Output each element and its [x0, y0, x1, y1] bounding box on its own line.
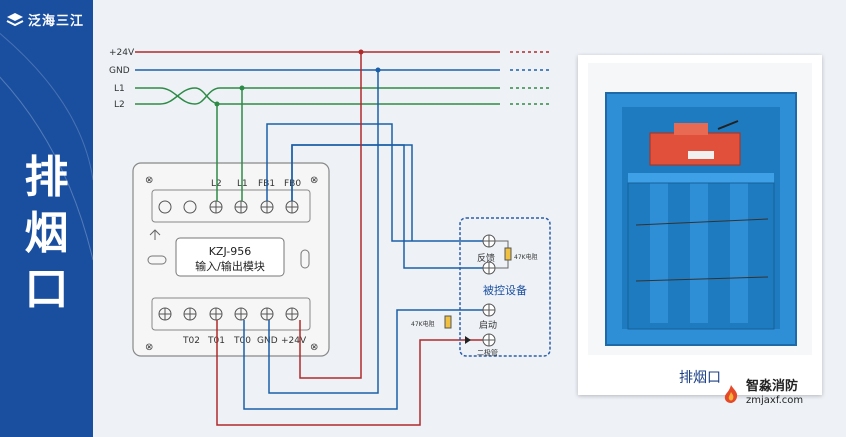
device-title: 被控设备 [483, 283, 527, 297]
page-title: 排 烟 口 [0, 150, 93, 318]
sidebar: 泛海三江 排 烟 口 [0, 0, 93, 437]
module-description: 输入/输出模块 [195, 259, 265, 273]
start-resistor [444, 315, 452, 329]
svg-text:⊗: ⊗ [310, 175, 318, 186]
module-label-box [175, 237, 285, 277]
top-terminal-screws [158, 200, 299, 214]
output-wires [216, 52, 484, 426]
bus-label-gnd: GND [109, 66, 130, 76]
terminal-label-t01: T01 [207, 336, 225, 346]
diode-icon [465, 336, 471, 344]
watermark-name: 智淼消防 [746, 379, 799, 394]
title-char-2: 烟 [24, 208, 69, 259]
watermark: 智淼消防 zmjaxf.com [720, 380, 803, 408]
terminal-label-24v: +24V [281, 336, 307, 346]
flame-logo-icon [724, 385, 738, 403]
terminal-label-t00: T00 [233, 336, 251, 346]
diode-label: 二极管 [477, 348, 498, 357]
smoke-vent-photo-card: 排烟口 [578, 55, 822, 395]
title-char-1: 排 [24, 152, 69, 203]
feedback-resistor-label: 47K电阻 [514, 253, 538, 261]
photo-caption: 排烟口 [679, 370, 721, 386]
start-resistor-label: 47K电阻 [411, 320, 435, 328]
terminal-label-gnd: GND [257, 336, 278, 346]
sidebar-decoration [0, 32, 93, 261]
svg-text:⊗: ⊗ [145, 175, 153, 186]
brand-logo: 泛海三江 [6, 10, 84, 29]
io-module: ⊗ ⊗ ⊗ ⊗ L2 L1 FB1 FB0 T02 T01 T00 GND +2… [132, 162, 330, 357]
feedback-label: 反馈 [477, 252, 495, 264]
watermark-url: zmjaxf.com [746, 395, 804, 406]
svg-text:⊗: ⊗ [145, 342, 153, 353]
bottom-terminal-screws [158, 307, 299, 321]
bus-l1-line [135, 87, 500, 105]
module-model: KZJ-956 [209, 245, 252, 258]
arrow-up-icon [149, 229, 161, 240]
bus-label-l1: L1 [114, 84, 125, 94]
start-label: 启动 [479, 319, 497, 331]
bus-lines: +24V GND L1 L2 [109, 48, 552, 110]
smoke-vent-illustration [588, 63, 812, 355]
feedback-wires [266, 123, 484, 269]
brand-name: 泛海三江 [28, 14, 85, 29]
terminal-label-t02: T02 [182, 336, 200, 346]
wiring-diagram: +24V GND L1 L2 ⊗ ⊗ ⊗ ⊗ [109, 48, 552, 426]
bus-label-l2: L2 [114, 100, 125, 110]
module-bus-wires [216, 88, 243, 201]
bus-label-24v: +24V [109, 48, 135, 58]
controlled-device: 反馈 47K电阻 被控设备 启动 二极管 47K电阻 [411, 217, 551, 357]
brand-mark-icon [6, 12, 24, 26]
title-char-3: 口 [24, 264, 69, 315]
svg-text:⊗: ⊗ [310, 342, 318, 353]
feedback-resistor [504, 247, 512, 261]
bus-l2-line [135, 87, 500, 105]
